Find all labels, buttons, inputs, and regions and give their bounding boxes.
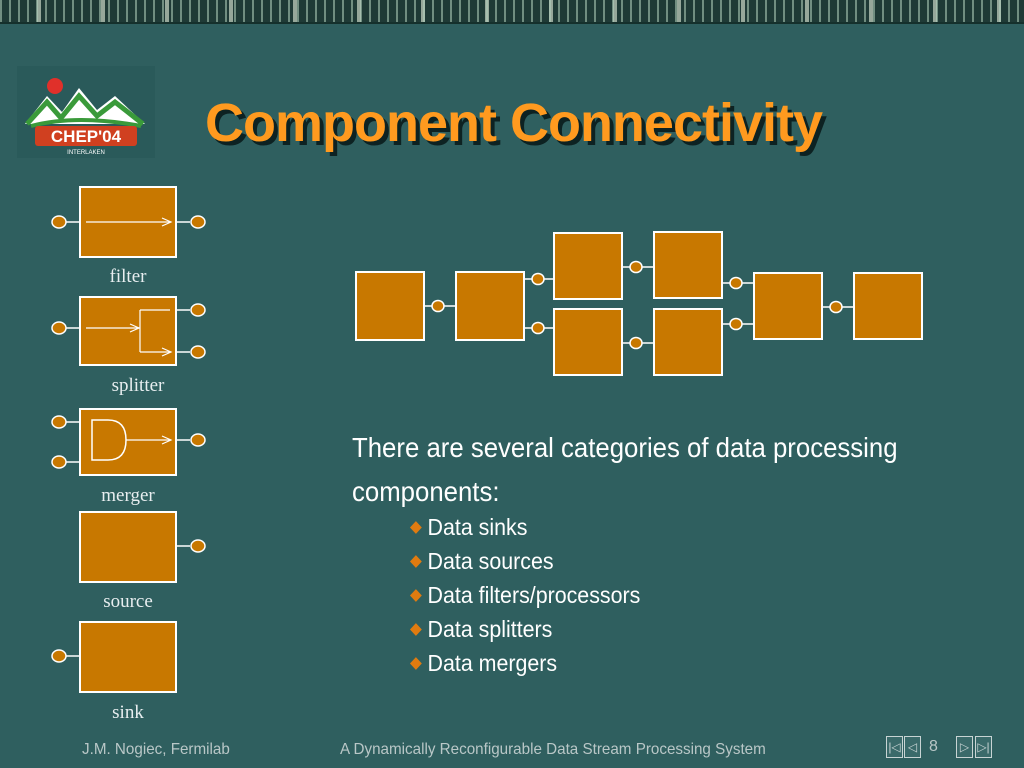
circuit-border-decoration <box>0 0 1024 24</box>
network-node <box>553 308 623 376</box>
list-item: Data sinks <box>408 510 640 544</box>
legend-label-merger: merger <box>101 485 155 506</box>
first-slide-icon: |◁ <box>888 740 901 754</box>
legend-merger <box>51 408 206 476</box>
last-slide-button[interactable]: ▷| <box>975 736 992 758</box>
legend-label-filter: filter <box>109 266 147 287</box>
page-number: 8 <box>929 738 938 755</box>
diamond-bullet-icon <box>409 520 422 534</box>
next-slide-button[interactable]: ▷ <box>956 736 973 758</box>
bullet-list: Data sinks Data sources Data filters/pro… <box>408 510 658 680</box>
list-item: Data sources <box>408 544 640 578</box>
network-node <box>653 231 723 299</box>
bullet-text: Data mergers <box>427 650 558 676</box>
legend-source <box>79 511 206 583</box>
legend-filter <box>51 186 206 258</box>
network-node <box>653 308 723 376</box>
network-node <box>853 272 923 340</box>
bullet-text: Data sources <box>427 548 554 574</box>
bullet-text: Data filters/processors <box>427 582 641 608</box>
diamond-bullet-icon <box>409 554 422 568</box>
legend-label-splitter: splitter <box>111 375 165 396</box>
list-item: Data filters/processors <box>408 578 640 612</box>
legend-label-source: source <box>103 591 153 612</box>
pipeline-network <box>355 231 923 376</box>
footer-author: J.M. Nogiec, Fermilab <box>82 741 230 758</box>
network-node <box>553 232 623 300</box>
diamond-bullet-icon <box>409 656 422 670</box>
legend-splitter <box>51 296 206 366</box>
chep-logo: CHEP'04 INTERLAKEN <box>17 66 155 158</box>
footer-talk-title: A Dynamically Reconfigurable Data Stream… <box>340 741 766 758</box>
diamond-bullet-icon <box>409 622 422 636</box>
list-item: Data mergers <box>408 646 640 680</box>
bullet-text: Data splitters <box>427 616 553 642</box>
slide-title: Component Connectivity <box>205 93 823 153</box>
bullet-text: Data sinks <box>427 514 528 540</box>
logo-graphic: CHEP'04 INTERLAKEN <box>17 66 155 158</box>
network-node <box>455 271 525 341</box>
next-slide-icon: ▷ <box>959 740 970 754</box>
previous-slide-button[interactable]: ◁ <box>904 736 921 758</box>
logo-subtext: INTERLAKEN <box>67 150 105 156</box>
diamond-bullet-icon <box>409 588 422 602</box>
previous-slide-icon: ◁ <box>907 740 918 754</box>
last-slide-icon: ▷| <box>977 740 990 754</box>
network-node <box>753 272 823 340</box>
list-item: Data splitters <box>408 612 640 646</box>
legend-label-sink: sink <box>112 702 144 723</box>
intro-text: There are several categories of data pro… <box>352 432 898 507</box>
logo-text: CHEP'04 <box>51 127 122 146</box>
network-node <box>355 271 425 341</box>
legend-sink <box>51 621 177 693</box>
first-slide-button[interactable]: |◁ <box>886 736 903 758</box>
